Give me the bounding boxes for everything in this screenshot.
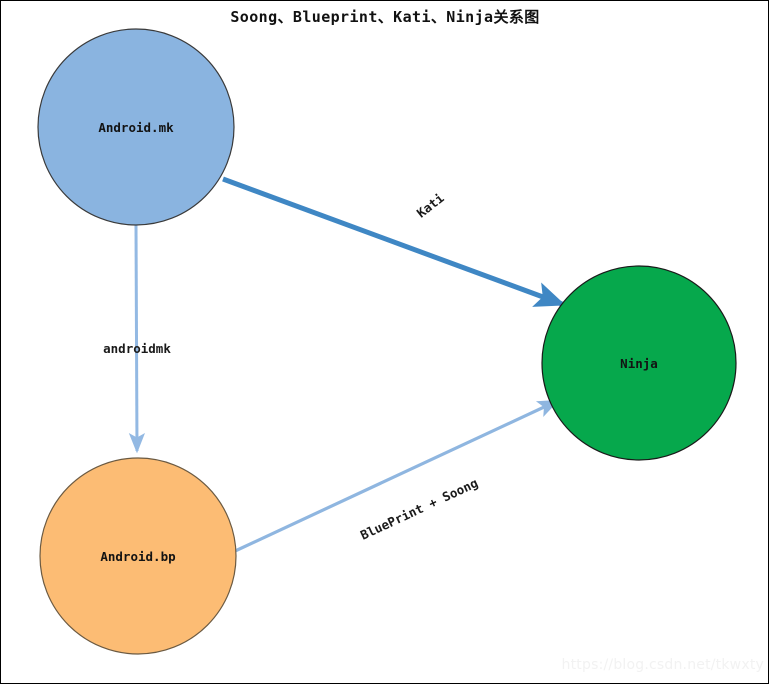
- node-android-bp-circle[interactable]: [39, 457, 237, 655]
- diagram-title: Soong、Blueprint、Kati、Ninja关系图: [230, 8, 539, 26]
- edge-kati-group[interactable]: Kati: [222, 176, 566, 307]
- edge-blueprint-soong-line[interactable]: [232, 399, 560, 554]
- node-ninja-label: Ninja: [620, 356, 658, 371]
- node-android-mk[interactable]: Android.mk: [37, 28, 235, 226]
- node-android-bp-label: Android.bp: [100, 549, 175, 564]
- node-android-mk-circle[interactable]: [37, 28, 235, 226]
- edge-blueprint-soong-group[interactable]: BluePrint + Soong: [232, 399, 560, 554]
- edge-androidmk-group[interactable]: androidmk: [103, 224, 171, 454]
- node-android-mk-label: Android.mk: [98, 120, 174, 135]
- edge-androidmk-label: androidmk: [103, 341, 171, 356]
- edge-kati-label: Kati: [414, 190, 447, 221]
- watermark-text: https://blog.csdn.net/tkwxty: [562, 657, 764, 673]
- edge-kati-line[interactable]: [222, 176, 566, 307]
- node-ninja-circle[interactable]: [541, 265, 737, 461]
- edge-androidmk-line[interactable]: [128, 224, 146, 454]
- node-android-bp[interactable]: Android.bp: [39, 457, 237, 655]
- node-ninja[interactable]: Ninja: [541, 265, 737, 461]
